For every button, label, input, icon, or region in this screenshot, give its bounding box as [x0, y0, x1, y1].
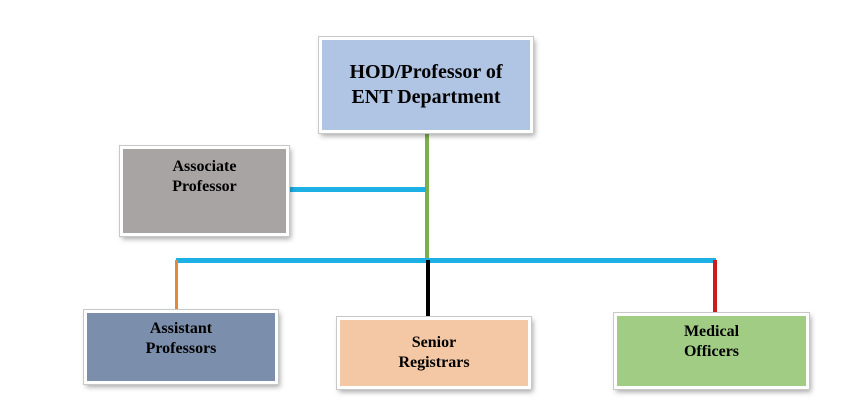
connector-hod-trunk [425, 133, 429, 261]
node-associate-professor: Associate Professor [119, 145, 290, 237]
node-senior-registrars: Senior Registrars [336, 316, 532, 390]
connector-branch-horizontal [176, 258, 716, 263]
node-medical-officers: Medical Officers [613, 312, 810, 390]
connector-associate-professor [289, 187, 426, 192]
connector-senior-registrars [426, 260, 430, 317]
node-assistant-professors: Assistant Professors [83, 309, 279, 385]
node-hod-professor: HOD/Professor of ENT Department [318, 36, 534, 134]
connector-assistant-professors [175, 260, 178, 310]
connector-medical-officers [713, 260, 717, 313]
